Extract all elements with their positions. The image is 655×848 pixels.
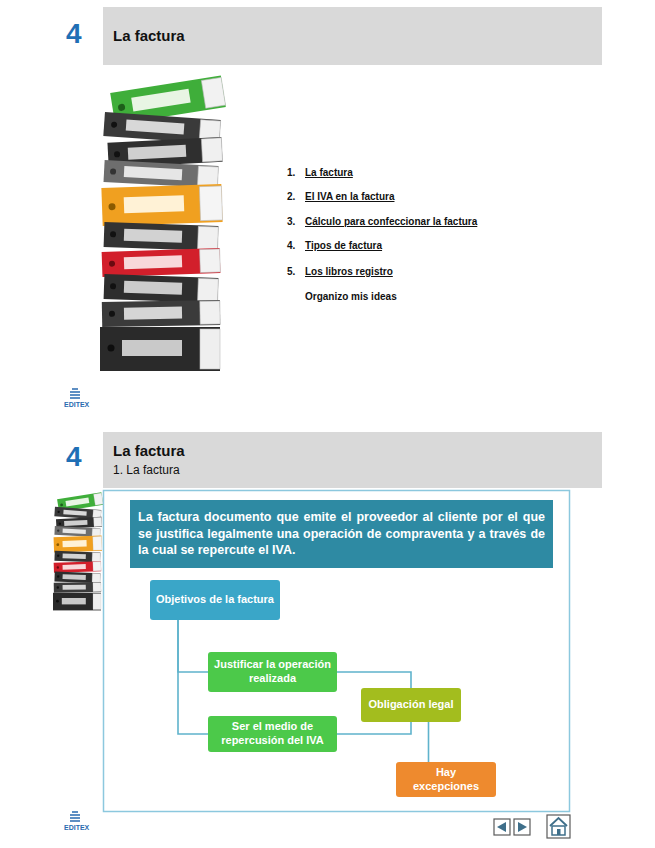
list-number: 2.: [287, 191, 295, 203]
definition-banner-text: La factura documento que emite el provee…: [138, 509, 545, 560]
process-box: Objetivos de la factura: [150, 580, 280, 620]
list-link: Cálculo para confeccionar la factura: [305, 216, 477, 228]
list-link: Tipos de factura: [305, 240, 382, 252]
process-box: Obligación legal: [361, 688, 461, 722]
chapter-number: 4: [66, 440, 82, 474]
home-icon: [547, 815, 570, 838]
header-bar-text: La factura: [113, 27, 592, 46]
chapter-number: 4: [66, 17, 82, 51]
header-bar: La factura 1. La factura: [103, 432, 602, 488]
publisher-logo: EDITEX: [64, 824, 89, 832]
connector-line: [178, 620, 208, 734]
header-bar-text: 1. La factura: [113, 463, 592, 478]
header-bar: La factura: [103, 7, 602, 65]
nav-arrows: [494, 819, 530, 835]
connector-line: [337, 672, 411, 688]
header-bar-text: La factura: [113, 442, 592, 461]
process-box-text: Ser el medio de repercusión del IVA: [214, 720, 331, 748]
process-box: Ser el medio de repercusión del IVA: [208, 716, 337, 752]
process-box: Hay excepciones: [396, 762, 496, 797]
list-link: La factura: [305, 167, 353, 179]
list-link: Los libros registro: [305, 266, 393, 278]
list-link: El IVA en la factura: [305, 191, 394, 203]
list-number: 1.: [287, 167, 295, 179]
list-number: 5.: [287, 266, 295, 278]
definition-banner: La factura documento que emite el provee…: [130, 500, 553, 568]
connector-line: [178, 620, 208, 672]
list-item: Organizo mis ideas: [305, 291, 397, 303]
process-box-text: Obligación legal: [367, 698, 455, 712]
process-box-text: Justificar la operación realizada: [214, 658, 331, 686]
process-box: Justificar la operación realizada: [208, 652, 337, 692]
connector-line: [337, 722, 411, 734]
process-box-text: Objetivos de la factura: [156, 593, 274, 607]
list-number: 4.: [287, 240, 295, 252]
process-box-text: Hay excepciones: [402, 766, 490, 794]
list-number: 3.: [287, 216, 295, 228]
publisher-logo: EDITEX: [64, 401, 89, 409]
connector-line: [428, 722, 430, 762]
